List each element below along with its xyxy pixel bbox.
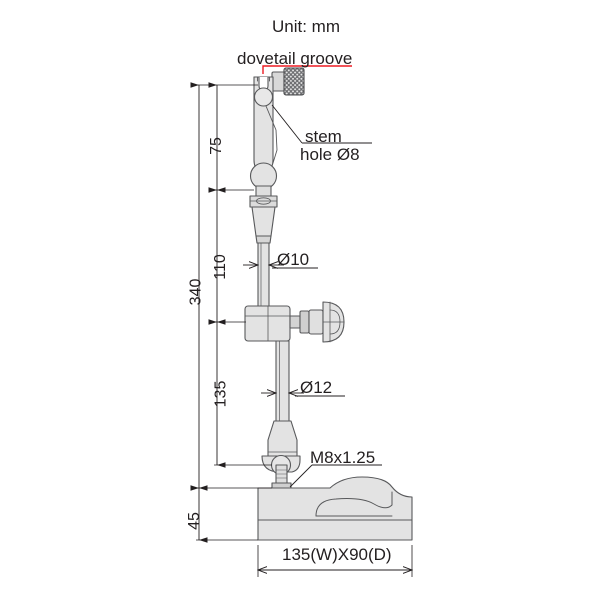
magnetic-base <box>257 476 413 541</box>
leader-dovetail-groove <box>262 65 352 74</box>
leader-thread <box>289 464 382 488</box>
dim-text-base-height: 45 <box>185 512 203 530</box>
thread-label: M8x1.25 <box>310 448 376 467</box>
knurled-knob <box>271 67 305 96</box>
dim-dia12 <box>261 393 345 396</box>
base-footprint-label: 135(W)X90(D) <box>282 545 392 564</box>
lower-rod-diameter-label: Ø12 <box>300 378 333 397</box>
middle-clamp-block <box>244 301 345 343</box>
part-geometry <box>244 67 413 541</box>
unit-label: Unit: mm <box>272 17 340 36</box>
upper-collar <box>249 195 278 244</box>
lower-collar <box>267 420 298 459</box>
dimension-lines <box>190 82 412 577</box>
lower-rod <box>275 340 290 422</box>
stem-label: stem <box>305 127 342 146</box>
dim-dia10 <box>243 265 318 268</box>
leader-stem-hole <box>271 104 372 144</box>
upper-ball-joint <box>249 162 278 199</box>
upper-arm <box>253 76 278 172</box>
dim-text-upper-rod: 110 <box>211 254 229 280</box>
upper-rod <box>257 242 270 309</box>
dovetail-groove-label: dovetail groove <box>237 49 353 68</box>
stem-hole-label: hole Ø8 <box>300 145 360 164</box>
dim-text-upper-arm: 75 <box>207 137 225 155</box>
dim-text-overall-height: 340 <box>187 278 205 306</box>
dim-text-lower-rod: 135 <box>212 380 230 408</box>
upper-rod-diameter-label: Ø10 <box>277 250 310 269</box>
